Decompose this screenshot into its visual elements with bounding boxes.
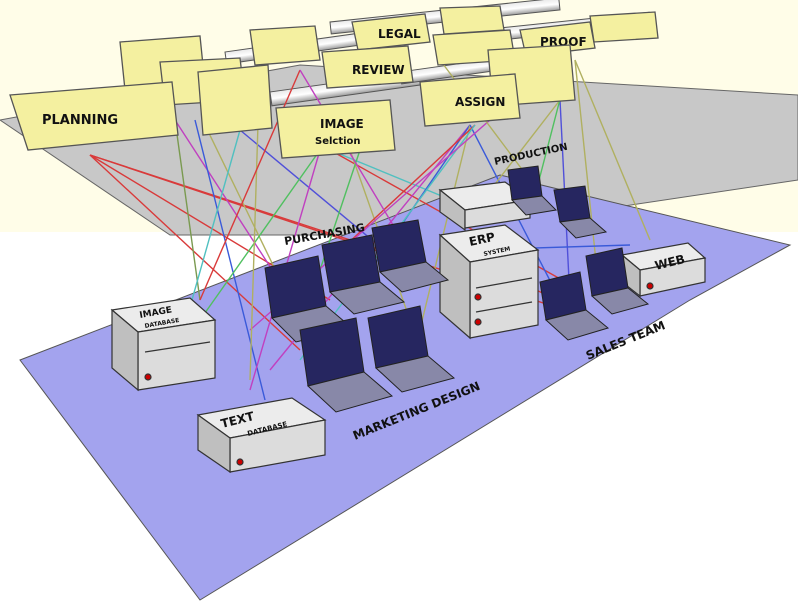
process-box-review: REVIEW [321,45,414,89]
laptop [264,255,354,343]
process-box-blank [197,64,273,136]
process-boxes: LEGAL PROOF REVIEW PLANNING ASSIGN [9,5,659,159]
erp-system-server: ERP SYSTEM [438,181,540,340]
process-box-blank [589,11,659,43]
web-server: WEB [620,242,707,298]
erp-label: ERP [468,230,497,249]
process-plane [0,64,798,236]
image-database-server: IMAGE DATABASE [110,297,217,392]
process-label-legal: LEGAL [378,27,421,41]
process-box-blank [249,25,321,66]
laptop [507,165,558,216]
laptop [371,219,450,293]
laptop [539,271,610,341]
laptop [585,247,650,315]
laptop [299,317,394,413]
process-label-review: REVIEW [352,63,405,77]
process-box-planning: PLANNING [9,81,179,151]
process-box-blank [439,5,505,35]
laptop [321,234,406,315]
process-box-legal: LEGAL [351,13,431,51]
process-label-assign: ASSIGN [455,95,505,109]
laptop [553,185,608,239]
laptops [264,165,650,413]
process-label-selction: Selction [315,136,361,147]
process-label-image: IMAGE [320,117,364,131]
process-box-assign: ASSIGN [419,73,521,127]
process-label-planning: PLANNING [42,113,118,128]
process-box-image-selection: IMAGE Selction [275,99,396,159]
laptop [367,305,456,393]
text-database-server: TEXT DATABASE [196,397,327,474]
